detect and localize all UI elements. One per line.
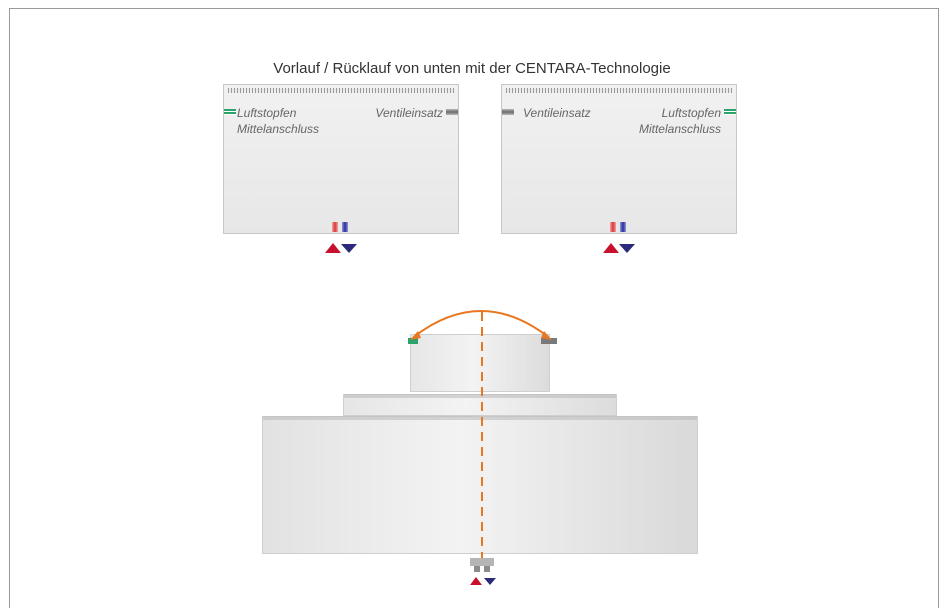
label-ventileinsatz: Ventileinsatz [523,106,591,120]
label-luftstopfen: Luftstopfen [661,106,721,120]
label-mittelanschluss: Mittelanschluss [237,122,320,136]
diagram-frame [9,8,939,608]
block-fins [344,394,616,398]
top-view-block-large [262,416,698,554]
valve-insert-icon [502,109,514,115]
label-ventileinsatz: Ventileinsatz [375,106,443,120]
radiator-fins [506,88,732,93]
supply-pipe-icon [332,222,338,232]
label-luftstopfen: Luftstopfen [237,106,297,120]
supply-arrow-icon [325,243,341,253]
return-arrow-icon [484,578,496,585]
supply-arrow-icon [470,577,482,585]
supply-arrow-icon [603,243,619,253]
air-plug-icon [408,338,418,344]
left-radiator: Luftstopfen Mittelanschluss Ventileinsat… [223,84,459,234]
air-plug-icon [724,109,736,115]
return-pipe-icon [620,222,626,232]
rotation-arc [414,310,548,337]
supply-pipe-icon [610,222,616,232]
center-connector-icon [484,566,490,572]
return-pipe-icon [342,222,348,232]
arrowhead-left-icon [410,331,421,340]
right-radiator: Ventileinsatz Luftstopfen Mittelanschlus… [501,84,737,234]
block-fins [263,416,697,420]
arrowhead-right-icon [541,331,552,340]
diagram-title: Vorlauf / Rücklauf von unten mit der CEN… [273,60,671,77]
label-mittelanschluss: Mittelanschluss [638,122,721,136]
center-connector-icon [470,558,494,566]
radiator-fins [228,88,454,93]
valve-insert-icon [446,109,458,115]
top-view-block-small [410,334,550,392]
return-arrow-icon [619,244,635,253]
air-plug-icon [224,109,236,115]
valve-insert-icon [541,338,557,344]
return-arrow-icon [341,244,357,253]
center-connector-icon [474,566,480,572]
